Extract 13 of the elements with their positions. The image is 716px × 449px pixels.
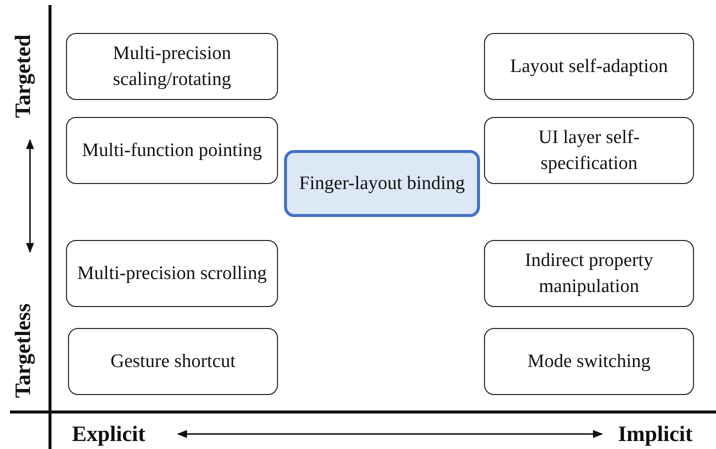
rounded-box: Gesture shortcut: [68, 328, 278, 395]
rounded-box: Multi-function pointing: [66, 117, 278, 184]
rounded-box: Indirect property manipulation: [484, 240, 694, 307]
axis-label: Targeted: [10, 34, 36, 118]
rounded-box: Multi-precision scrolling: [66, 240, 278, 307]
axis-label: Explicit: [72, 421, 146, 447]
rounded-box: Multi-precision scaling/rotating: [66, 33, 278, 100]
rounded-box: UI layer self-specification: [484, 117, 694, 184]
axis-label: Targetless: [10, 303, 36, 398]
highlighted-box: Finger-layout binding: [284, 150, 480, 217]
axis-label: Implicit: [618, 421, 693, 447]
rounded-box: Layout self-adaption: [484, 33, 694, 100]
rounded-box: Mode switching: [484, 328, 694, 395]
